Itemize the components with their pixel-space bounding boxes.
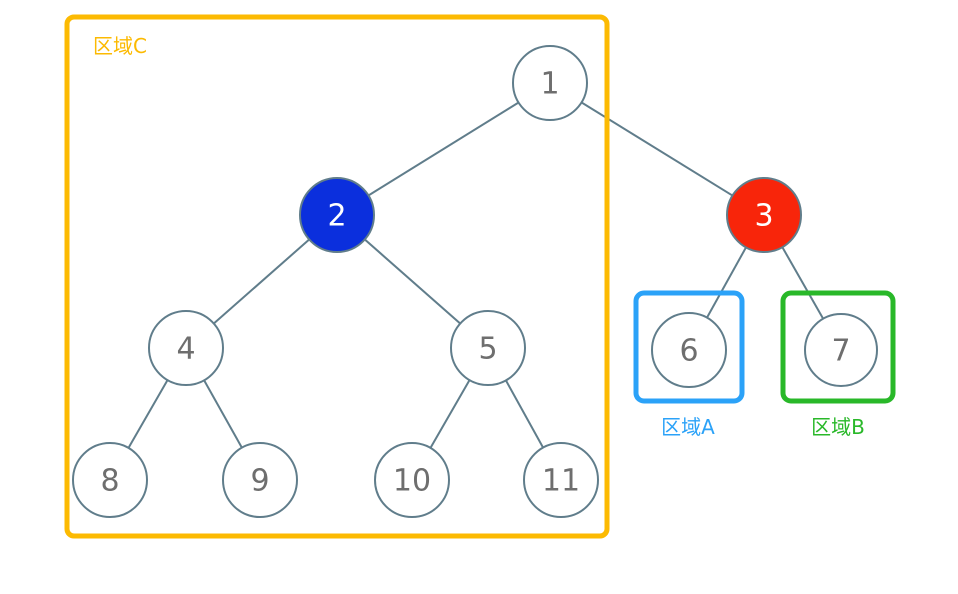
region-boxes (64, 14, 896, 539)
edge-1-3 (549, 82, 765, 216)
region-a-label: 区域A (661, 415, 715, 439)
node-2-circle (299, 177, 375, 253)
tree-node-7: 7 (804, 313, 878, 387)
node-4-label: 4 (176, 332, 195, 367)
node-6-circle (651, 312, 727, 388)
tree-node-4: 4 (148, 310, 224, 386)
region-b-label: 区域B (811, 415, 865, 439)
node-8-label: 8 (100, 464, 119, 499)
node-11-label: 11 (542, 464, 580, 499)
node-8-circle (72, 442, 148, 518)
region-a-box (633, 290, 745, 404)
tree-node-1: 1 (512, 45, 588, 121)
node-1-circle (512, 45, 588, 121)
tree-node-10: 10 (374, 442, 450, 518)
node-10-circle (374, 442, 450, 518)
node-7-label: 7 (831, 334, 850, 369)
edge-1-2 (336, 82, 551, 216)
tree-edges (109, 82, 842, 481)
node-5-label: 5 (478, 332, 497, 367)
node-6-label: 6 (679, 334, 698, 369)
tree-node-3: 3 (726, 177, 802, 253)
tree-node-11: 11 (523, 442, 599, 518)
tree-node-8: 8 (72, 442, 148, 518)
region-c-label: 区域C (93, 34, 147, 58)
tree-node-9: 9 (222, 442, 298, 518)
node-2-label: 2 (327, 199, 346, 234)
tree-node-2: 2 (299, 177, 375, 253)
node-9-circle (222, 442, 298, 518)
node-5-circle (450, 310, 526, 386)
node-3-label: 3 (754, 199, 773, 234)
tree-node-6: 6 (651, 312, 727, 388)
node-9-label: 9 (250, 464, 269, 499)
node-4-circle (148, 310, 224, 386)
region-c-box (64, 14, 610, 539)
node-7-circle (804, 313, 878, 387)
node-11-circle (523, 442, 599, 518)
tree-nodes: 1 2 3 4 5 6 7 (72, 45, 878, 518)
node-10-label: 10 (393, 464, 431, 499)
region-labels: 区域C 区域A 区域B (93, 34, 865, 439)
node-1-label: 1 (540, 67, 559, 102)
tree-node-5: 5 (450, 310, 526, 386)
region-b-box (780, 290, 896, 404)
node-3-circle (726, 177, 802, 253)
